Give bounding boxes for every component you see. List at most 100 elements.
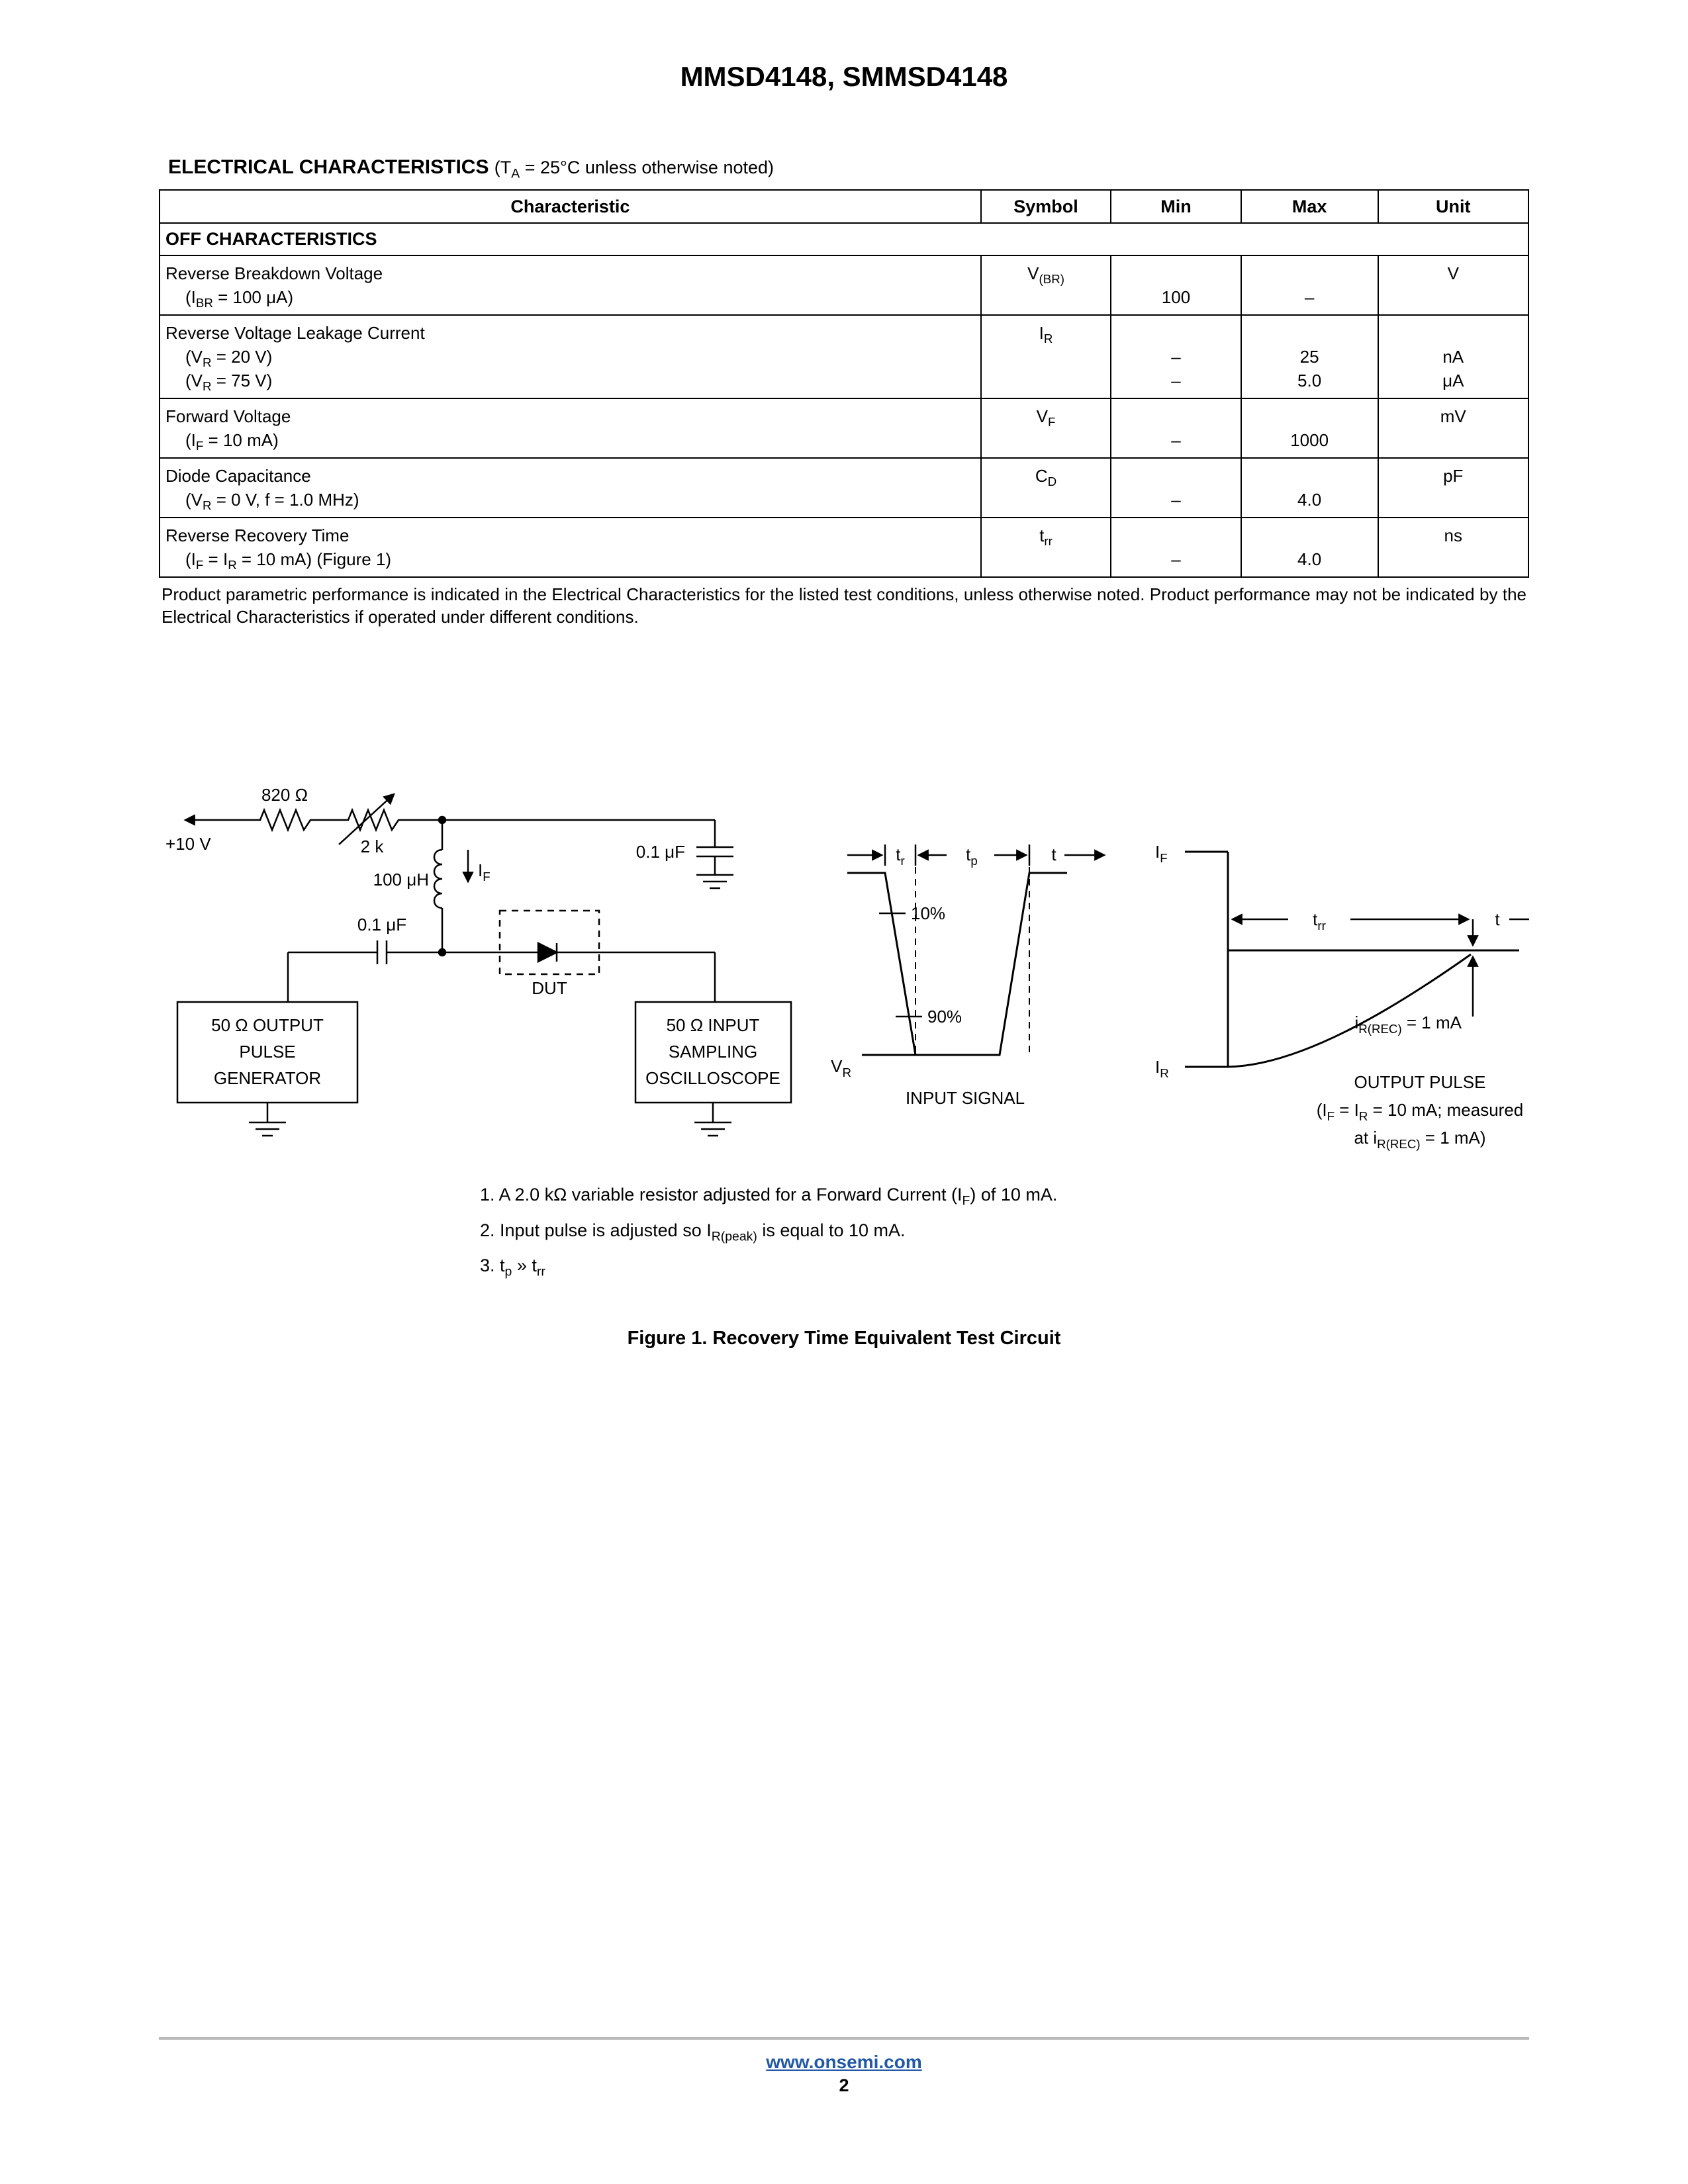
max-value: 4.0 [1297,490,1322,510]
table-header-row: Characteristic Symbol Min Max Unit [159,189,1530,224]
capacitor-series-symbol [376,940,388,965]
cell-unit: ns [1377,517,1530,578]
group-header-label: OFF CHARACTERISTICS [159,222,1529,257]
cell-characteristic: Reverse Breakdown Voltage (IBR = 100 μA) [159,255,982,316]
min-value: – [1171,490,1181,510]
unit-value: nA [1442,347,1464,367]
group-header-row: OFF CHARACTERISTICS [159,222,1529,257]
generator-label-line1: 50 Ω OUTPUT [211,1015,324,1035]
cell-symbol: CD [980,457,1112,519]
cell-min: 100 [1110,255,1242,316]
input-pulse-trace [847,872,1067,1056]
cell-max: – [1240,255,1379,316]
shunt-cap-label: 0.1 μF [636,842,685,862]
characteristic-condition: (IBR = 100 μA) [185,287,294,310]
figure-note-2: 2. Input pulse is adjusted so IR(peak) i… [480,1220,906,1244]
if-output-label: IF [1155,842,1168,865]
series-cap-label: 0.1 μF [357,915,406,934]
dut-box [498,910,600,976]
unit-value: pF [1443,466,1464,486]
cell-symbol: VF [980,398,1112,459]
cell-max: 4.0 [1240,457,1379,519]
col-header-characteristic: Characteristic [159,189,982,224]
ground-symbol [694,1122,731,1137]
table-row: Diode Capacitance (VR = 0 V, f = 1.0 MHz… [159,457,1530,519]
ground-symbol [696,874,733,889]
table-footnote: Product parametric performance is indica… [162,584,1526,627]
output-pulse-subtitle1: (IF = IR = 10 mA; measured [1317,1100,1524,1123]
output-pulse-title: OUTPUT PULSE [1354,1072,1486,1092]
characteristic-condition: (VR = 0 V, f = 1.0 MHz) [185,490,359,513]
unit-value: ns [1444,525,1462,546]
pct90-label: 90% [927,1007,962,1026]
min-value: – [1171,371,1181,391]
cell-symbol: trr [980,517,1112,578]
cell-min: – [1110,517,1242,578]
resistor-820-symbol [255,808,316,833]
characteristic-name: Reverse Voltage Leakage Current [165,323,425,343]
table-row: Reverse Breakdown Voltage (IBR = 100 μA)… [159,255,1530,316]
oscilloscope-label-line3: OSCILLOSCOPE [645,1068,780,1088]
characteristic-condition: (IF = IR = 10 mA) (Figure 1) [185,549,392,572]
section-condition: (TA = 25°C unless otherwise noted) [494,158,774,181]
min-value: – [1171,549,1181,570]
diode-symbol [537,942,559,964]
characteristic-name: Diode Capacitance [165,466,311,486]
section-heading-label: ELECTRICAL CHARACTERISTICS [168,156,489,178]
tp-label: tp [966,844,978,868]
col-header-unit: Unit [1377,189,1530,224]
figure1-circuit-svg: +10 V 820 Ω 2 k 100 μH IF 0.1 μF 0.1 μF … [165,785,1552,1151]
cell-characteristic: Reverse Recovery Time (IF = IR = 10 mA) … [159,517,982,578]
oscilloscope-label-line2: SAMPLING [669,1042,757,1062]
figure-caption: Figure 1. Recovery Time Equivalent Test … [627,1327,1061,1349]
table-row: Reverse Recovery Time (IF = IR = 10 mA) … [159,517,1530,578]
oscilloscope-label-line1: 50 Ω INPUT [667,1015,760,1035]
potentiometer-arrow [338,793,395,846]
if-label: IF [478,860,491,884]
cell-symbol: V(BR) [980,255,1112,316]
electrical-characteristics-table: Characteristic Symbol Min Max Unit OFF C… [159,189,1530,578]
col-header-symbol: Symbol [980,189,1112,224]
symbol-value: IR [1039,323,1053,346]
cell-characteristic: Reverse Voltage Leakage Current (VR = 20… [159,314,982,400]
t-output-label: t [1495,909,1500,929]
cell-min: – [1110,398,1242,459]
capacitor-shunt-symbol [696,846,733,876]
cell-min: – [1110,457,1242,519]
max-value: 5.0 [1297,371,1322,391]
ir-output-label: IR [1155,1057,1169,1080]
inductor-symbol [433,849,443,909]
figure-notes: 1. A 2.0 kΩ variable resistor adjusted f… [159,1180,1529,1286]
onsemi-link[interactable]: www.onsemi.com [766,2052,922,2072]
input-signal-title: INPUT SIGNAL [906,1088,1025,1108]
min-value: – [1171,430,1181,451]
output-pulse-waveform [1185,850,1552,1068]
characteristic-condition: (VR = 75 V) [185,371,273,394]
tr-label: tr [896,844,904,868]
inductor-label: 100 μH [373,870,429,889]
unit-value: V [1447,263,1459,284]
cell-unit: mV [1377,398,1530,459]
generator-label-line3: GENERATOR [214,1068,321,1088]
table-row: Forward Voltage (IF = 10 mA) VF – 1000 m… [159,398,1530,459]
characteristic-condition: (IF = 10 mA) [185,430,279,453]
figure-note-3: 3. tp » trr [480,1255,545,1279]
cell-max: 4.0 [1240,517,1379,578]
unit-value: μA [1442,371,1464,391]
unit-value: mV [1440,406,1466,427]
cell-unit: pF [1377,457,1530,519]
trr-label: trr [1313,909,1326,933]
max-value: 25 [1299,347,1319,367]
page-number: 2 [839,2075,849,2095]
cell-characteristic: Diode Capacitance (VR = 0 V, f = 1.0 MHz… [159,457,982,519]
characteristic-name: Reverse Breakdown Voltage [165,263,383,284]
col-header-max: Max [1240,189,1379,224]
input-signal-waveform [847,844,1106,1056]
recovery-curve [1227,954,1472,1068]
t-axis-label: t [1051,844,1056,864]
generator-label-line2: PULSE [239,1042,295,1062]
vr-label: VR [831,1056,851,1079]
pot-label: 2 k [361,837,385,856]
dut-label: DUT [532,978,567,998]
